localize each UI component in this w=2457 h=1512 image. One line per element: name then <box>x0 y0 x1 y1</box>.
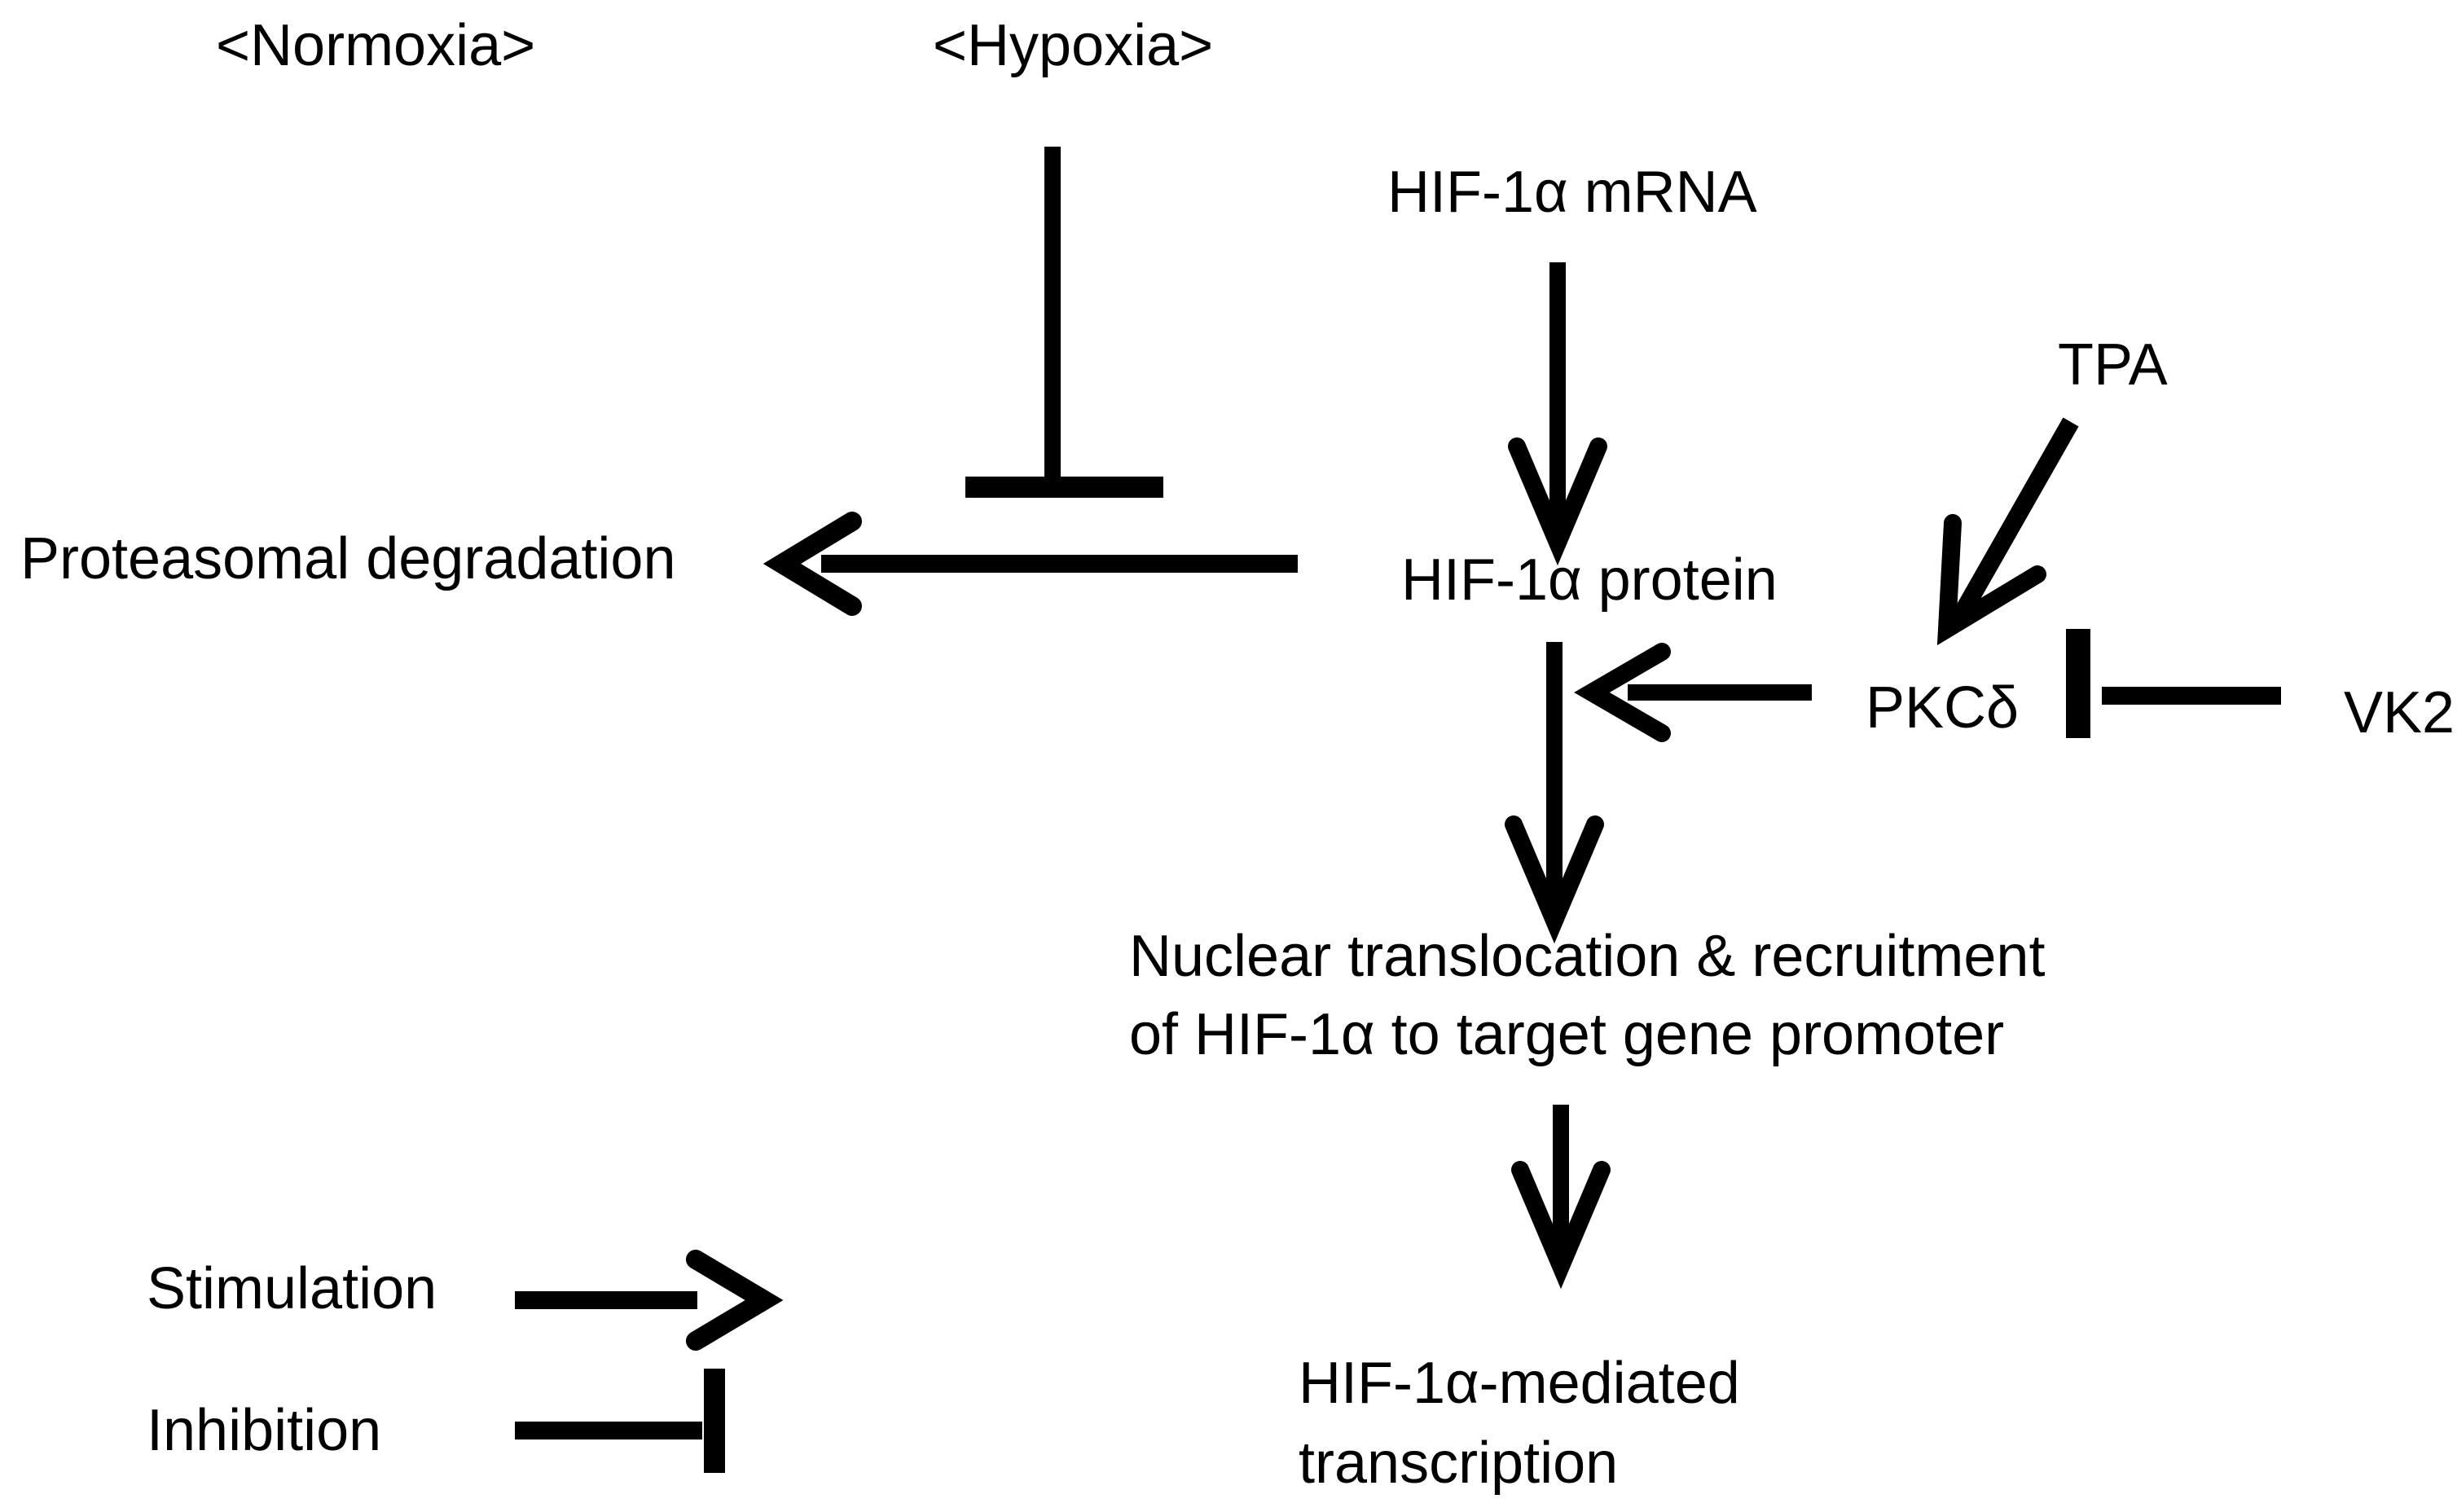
arrow-head-left-icon <box>763 512 862 616</box>
arrow-head-down-icon <box>1508 437 1607 566</box>
arrow-head-down-icon <box>1511 1161 1611 1290</box>
node-hif1a-protein-label: HIF-1α protein <box>1401 547 1778 613</box>
node-proteasomal-degradation-label: Proteasomal degradation <box>20 526 676 591</box>
node-nuclear-translocation-label-line2: of HIF-1α to target gene promoter <box>1129 1002 2004 1067</box>
edge-mrna-to-protein-arrow <box>1508 262 1607 566</box>
edge-protein-to-nuclear-arrow <box>1505 642 1604 944</box>
node-pkc-delta-label: PKCδ <box>1866 675 2019 741</box>
arrow-head-downleft-icon <box>1936 514 2046 646</box>
legend-stimulation-label: Stimulation <box>147 1256 437 1321</box>
arrow-shaft <box>1949 417 2079 627</box>
node-vk2-label: VK2 <box>2344 680 2455 745</box>
arrow-head-left-icon <box>1574 643 1671 742</box>
node-hif1a-mrna-label: HIF-1α mRNA <box>1387 160 1757 225</box>
node-nuclear-translocation-label-line1: Nuclear translocation & recruitment <box>1129 924 2045 989</box>
legend-stimulation-arrow-icon <box>515 1250 784 1351</box>
legend-inhibition-tee-icon <box>515 1369 725 1473</box>
arrow-head-down-icon <box>1505 815 1604 944</box>
node-tpa-label: TPA <box>2058 332 2168 398</box>
node-transcription-label-line2: transcription <box>1299 1431 1618 1496</box>
edge-vk2-inhibits-pkcdelta-tee <box>2066 629 2281 738</box>
node-transcription-label-line1: HIF-1α-mediated <box>1299 1351 1740 1416</box>
edge-protein-to-degradation-arrow <box>763 512 1298 616</box>
edge-tpa-to-pkcdelta-arrow <box>1936 417 2079 646</box>
legend: Stimulation Inhibition <box>147 1250 784 1473</box>
edge-nuclear-to-transcription-arrow <box>1511 1105 1611 1290</box>
edge-pkcdelta-to-protein-axis-arrow <box>1574 643 1812 742</box>
arrow-head-right-icon <box>686 1250 784 1351</box>
legend-inhibition-label: Inhibition <box>147 1398 381 1463</box>
condition-normoxia-label: <Normoxia> <box>216 13 535 78</box>
edge-hypoxia-inhibits-degradation-tee <box>965 147 1163 498</box>
condition-hypoxia-label: <Hypoxia> <box>933 13 1213 78</box>
